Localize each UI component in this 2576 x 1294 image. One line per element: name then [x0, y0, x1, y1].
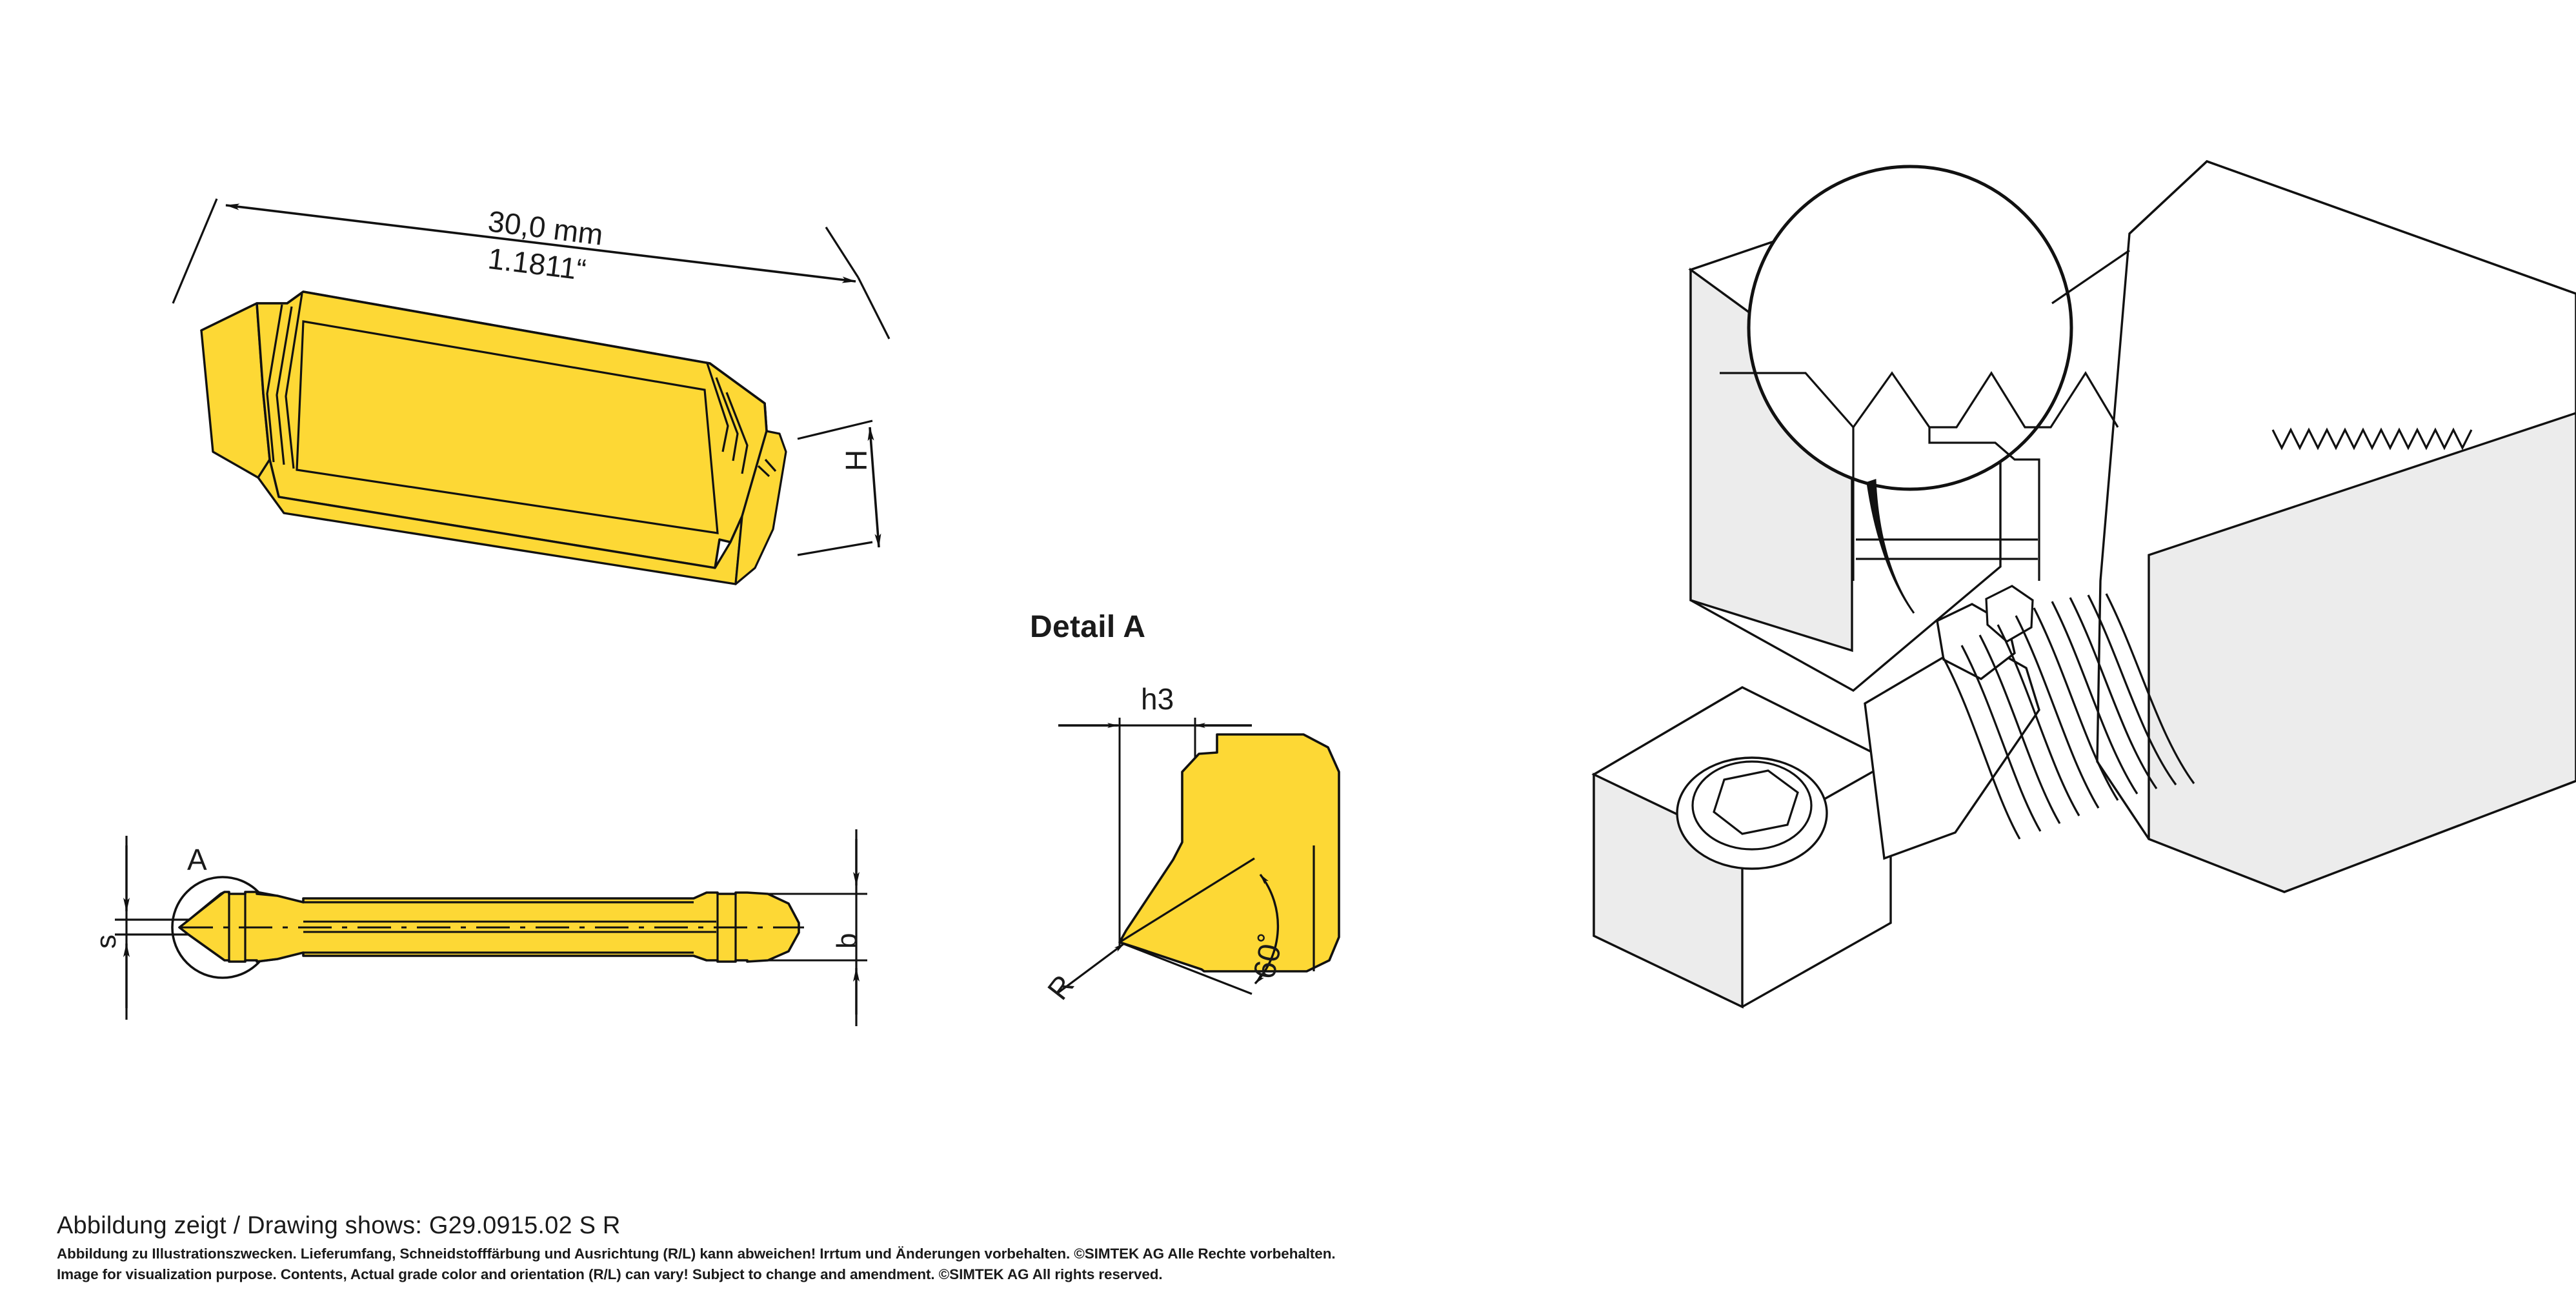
dimension-line-height: [867, 427, 881, 548]
workpiece-shaded-face: [2148, 412, 2576, 893]
footer: Abbildung zeigt / Drawing shows: G29.091…: [57, 1212, 1735, 1284]
detail-a-title: Detail A: [1030, 610, 1146, 644]
dimension-label-h3: h3: [1141, 682, 1174, 716]
isometric-insert-view: [172, 198, 891, 585]
magnifier-circle: [1747, 165, 2073, 491]
insert-body-plan: [178, 891, 804, 963]
hex-socket-icon: [1713, 769, 1799, 835]
angle-arc-60: [1254, 873, 1280, 985]
thread-teeth-profile: [2271, 427, 2473, 450]
detail-a-view: [1058, 718, 1340, 995]
magnifier-connector: [2051, 249, 2130, 305]
drawing-shows-title: Abbildung zeigt / Drawing shows: G29.091…: [57, 1212, 621, 1239]
legal-notice-german: Abbildung zu Illustrationszwecken. Liefe…: [57, 1245, 1336, 1262]
chip-curls: [1942, 593, 2195, 840]
leader-line-radius: [1058, 942, 1125, 994]
dimension-label-width: b: [831, 933, 863, 949]
plan-insert-view: [115, 829, 867, 1026]
workpiece-top-edge: [2128, 160, 2576, 295]
insert-tip-detail: [1118, 733, 1340, 995]
application-illustration: [1591, 160, 2576, 1009]
insert-body-isometric: [200, 290, 787, 585]
dimension-label-height: H: [840, 449, 873, 471]
dimension-label-thickness: s: [90, 935, 122, 949]
magnifier-leader: [1866, 478, 1915, 614]
magnifier-thread-profile: [1720, 370, 2119, 581]
dimension-line-length: [225, 203, 856, 283]
legal-notice-english: Image for visualization purpose. Content…: [57, 1266, 1163, 1283]
detail-marker-label-a: A: [187, 843, 207, 876]
